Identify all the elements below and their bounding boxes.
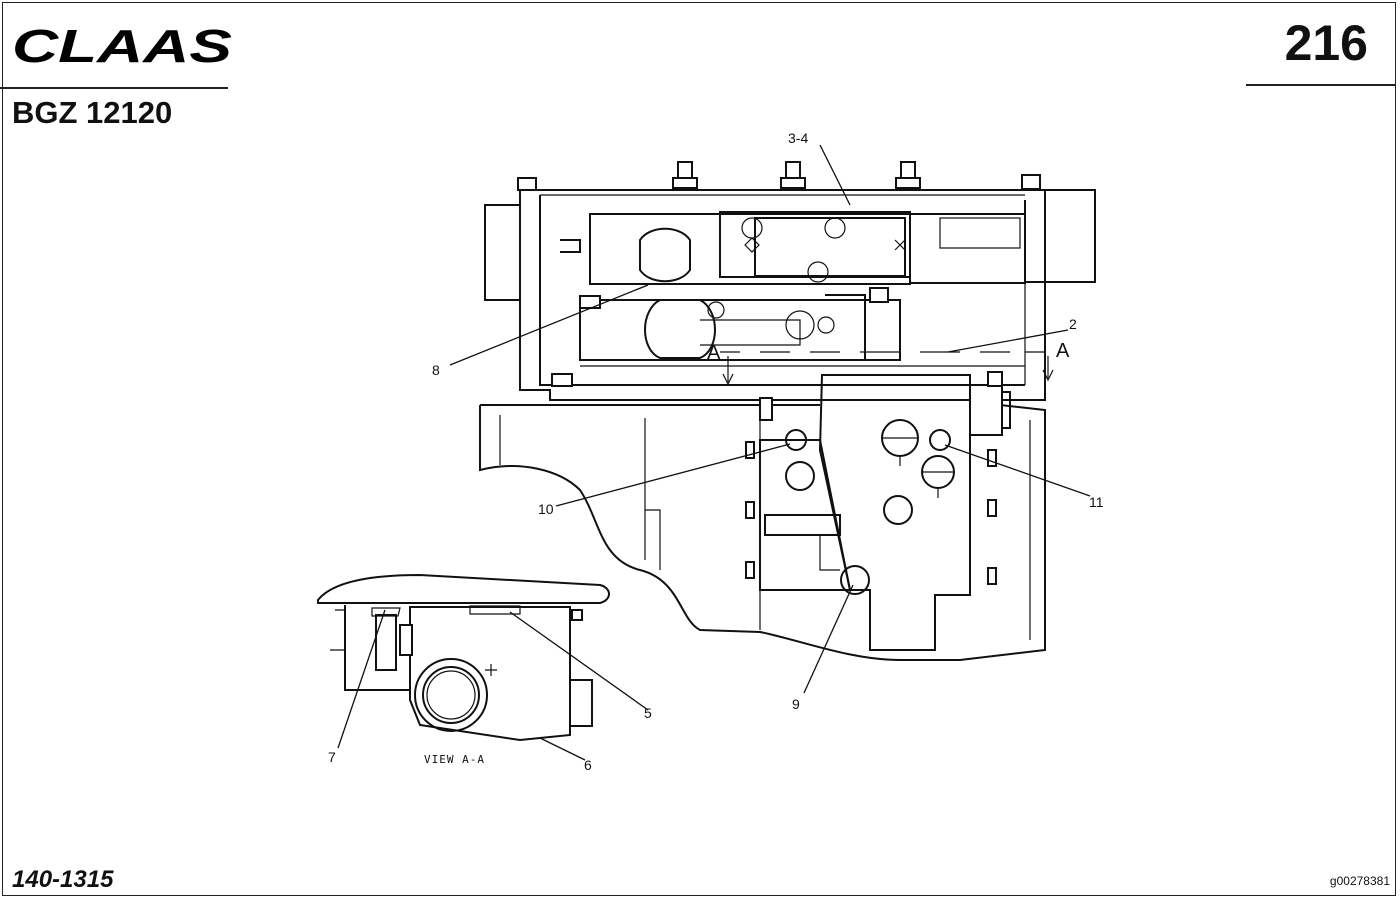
callout-3-4: 3-4	[788, 130, 808, 146]
upper-housing	[484, 161, 1096, 401]
view-a-a-detail	[317, 573, 610, 742]
callout-10: 10	[538, 501, 554, 517]
callout-6: 6	[584, 757, 592, 773]
leader-lines	[337, 144, 1091, 761]
callout-7: 7	[328, 749, 336, 765]
brand-logo-text: CLAAS	[12, 20, 232, 68]
document-code: BGZ 12120	[12, 95, 173, 130]
engine-body-outline	[479, 397, 1046, 661]
section-mark-a-right: A	[1056, 340, 1070, 362]
callout-5: 5	[644, 705, 652, 721]
callout-11: 11	[1089, 494, 1104, 510]
header-rule-right	[1246, 84, 1396, 86]
control-valve-block	[745, 371, 1011, 651]
callout-2: 2	[1069, 316, 1077, 332]
callout-8: 8	[432, 362, 440, 378]
image-id: g00278381	[1329, 874, 1390, 888]
claas-logo: CLAAS	[12, 20, 232, 68]
section-mark-a-left: A	[707, 342, 721, 364]
view-a-a-label: VIEW A-A	[424, 753, 485, 766]
header-rule-left	[0, 87, 228, 89]
page-number: 216	[1284, 15, 1368, 71]
callout-9: 9	[792, 696, 800, 712]
reference-code: 140-1315	[12, 866, 114, 893]
